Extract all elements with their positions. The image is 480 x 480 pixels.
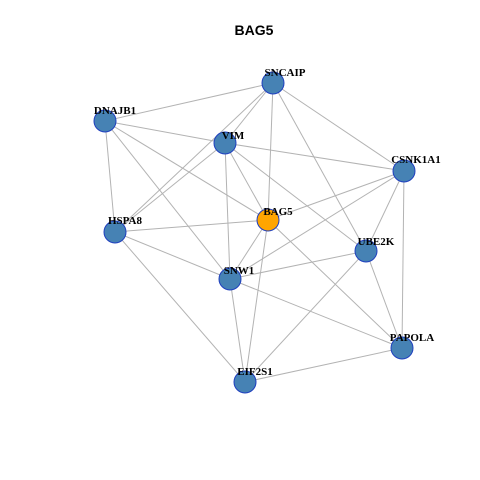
node-ube2k: UBE2K — [354, 236, 395, 263]
node-label-bag5: BAG5 — [263, 206, 293, 218]
node-circle-dnajb1 — [93, 109, 117, 133]
edge-vim-bag5 — [224, 142, 269, 221]
edge-snw1-eif2s1 — [229, 278, 246, 383]
edge-bag5-hspa8 — [114, 219, 269, 233]
edge-sncaip-hspa8 — [114, 82, 274, 233]
edge-bag5-snw1 — [229, 219, 269, 280]
edge-sncaip-bag5 — [267, 82, 274, 221]
edge-csnk1a1-ube2k — [365, 170, 405, 252]
edge-vim-snw1 — [224, 142, 231, 280]
node-circle-vim — [213, 131, 237, 155]
edge-snw1-papola — [229, 278, 403, 349]
edge-dnajb1-snw1 — [104, 120, 231, 280]
edge-csnk1a1-snw1 — [229, 170, 405, 280]
node-circle-hspa8 — [103, 220, 127, 244]
node-hspa8: HSPA8 — [103, 215, 143, 244]
node-circle-bag5 — [256, 208, 280, 232]
edge-csnk1a1-bag5 — [267, 170, 405, 221]
edge-dnajb1-bag5 — [104, 120, 269, 221]
node-circle-papola — [390, 336, 414, 360]
node-csnk1a1: CSNK1A1 — [391, 154, 441, 183]
edge-hspa8-eif2s1 — [114, 231, 246, 383]
edge-sncaip-ube2k — [272, 82, 367, 252]
edge-sncaip-csnk1a1 — [272, 82, 405, 172]
node-label-papola: PAPOLA — [390, 332, 434, 344]
node-circle-eif2s1 — [233, 370, 257, 394]
edge-csnk1a1-papola — [401, 170, 405, 349]
edge-bag5-eif2s1 — [244, 219, 269, 383]
node-label-snw1: SNW1 — [224, 265, 255, 277]
node-vim: VIM — [213, 130, 245, 155]
node-circle-ube2k — [354, 239, 378, 263]
edge-dnajb1-vim — [104, 120, 226, 144]
edge-ube2k-eif2s1 — [244, 250, 367, 383]
edge-sncaip-vim — [224, 82, 274, 144]
node-label-csnk1a1: CSNK1A1 — [391, 154, 441, 166]
node-papola: PAPOLA — [390, 332, 434, 360]
node-sncaip: SNCAIP — [261, 67, 306, 95]
edges-layer — [104, 82, 405, 383]
edge-vim-csnk1a1 — [224, 142, 405, 172]
node-eif2s1: EIF2S1 — [233, 366, 273, 394]
node-circle-csnk1a1 — [392, 159, 416, 183]
node-circle-sncaip — [261, 71, 285, 95]
node-circle-snw1 — [218, 267, 242, 291]
node-bag5: BAG5 — [256, 206, 293, 232]
node-label-ube2k: UBE2K — [358, 236, 395, 248]
edge-ube2k-snw1 — [229, 250, 367, 280]
node-label-hspa8: HSPA8 — [108, 215, 143, 227]
node-dnajb1: DNAJB1 — [93, 105, 136, 133]
edge-ube2k-papola — [365, 250, 403, 349]
node-label-vim: VIM — [222, 130, 245, 142]
edge-sncaip-dnajb1 — [104, 82, 274, 122]
node-label-sncaip: SNCAIP — [265, 67, 306, 79]
diagram-title: BAG5 — [235, 22, 274, 38]
edge-vim-hspa8 — [114, 142, 226, 233]
node-snw1: SNW1 — [218, 265, 255, 291]
node-label-eif2s1: EIF2S1 — [237, 366, 272, 378]
edge-dnajb1-hspa8 — [104, 120, 116, 233]
edge-hspa8-snw1 — [114, 231, 231, 280]
edge-papola-eif2s1 — [244, 347, 403, 383]
node-label-dnajb1: DNAJB1 — [94, 105, 136, 117]
edge-vim-ube2k — [224, 142, 367, 252]
